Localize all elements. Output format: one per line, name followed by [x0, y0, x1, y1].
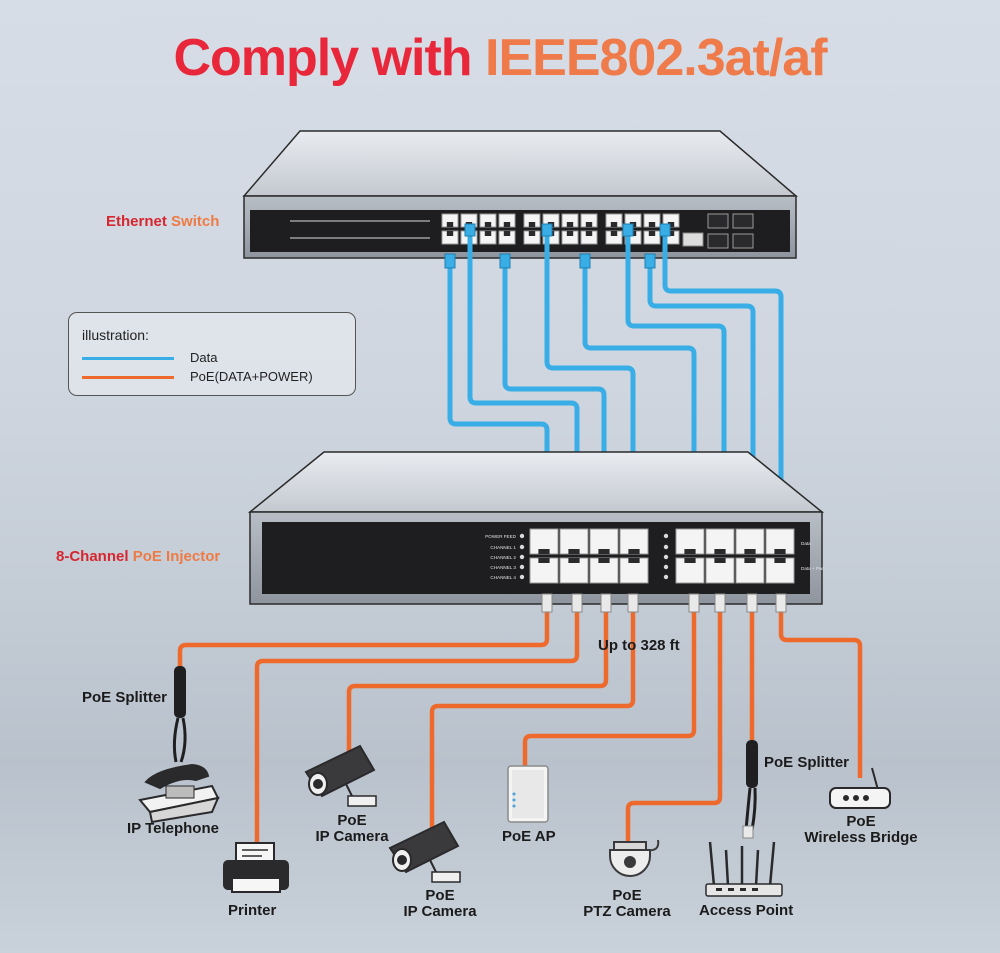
injector-rj45-port-notch	[714, 549, 726, 554]
ptz-camera-icon	[609, 839, 660, 877]
ip-camera-1-icon	[304, 744, 377, 807]
injector-rj45-port-notch	[744, 549, 756, 554]
injector-label-part-1: 8-Channel	[56, 548, 129, 565]
legend-title: illustration:	[82, 327, 149, 343]
printer-icon	[223, 842, 289, 893]
legend-item-poe: PoE(DATA+POWER)	[82, 369, 313, 384]
channel-2-text: CHANNEL 2	[490, 555, 516, 560]
switch-label-part-2: Switch	[171, 213, 220, 230]
injector-rj45-port-notch	[744, 558, 756, 563]
channel-4-text: CHANNEL 4	[490, 575, 516, 580]
injector-rj45-port-notch	[598, 549, 610, 554]
injector-rj45-port-notch	[628, 558, 640, 563]
data-tag-text: Data	[801, 541, 811, 546]
legend-swatch-data	[82, 357, 174, 361]
ptz-camera-label: PoE PTZ Camera	[572, 888, 682, 920]
legend: illustration: Data PoE(DATA+POWER)	[68, 312, 356, 396]
ethernet-switch	[242, 130, 799, 259]
switch-status-leds	[290, 220, 430, 239]
switch-rj45-port-notch	[484, 222, 492, 227]
page-title: Comply with IEEE802.3at/af	[0, 28, 1000, 88]
injector-rj45-port-notch	[568, 558, 580, 563]
switch-rj45-port-notch	[648, 231, 656, 236]
switch-rj45-port-notch	[585, 231, 593, 236]
poe-cables	[177, 608, 863, 843]
wireless-bridge-label-line-2: Wireless Bridge	[804, 829, 918, 846]
switch-rj45-port-notch	[503, 222, 511, 227]
injector-rj45-port-notch	[628, 549, 640, 554]
switch-rj45-port-notch	[503, 231, 511, 236]
switch-rj45-port-notch	[484, 231, 492, 236]
injector-rj45-port-notch	[538, 558, 550, 563]
title-part-2: IEEE802.3at/af	[485, 29, 828, 87]
switch-rj45-port-notch	[566, 222, 574, 227]
poe-splitter-left	[172, 666, 187, 763]
poe-ap-icon	[507, 765, 549, 823]
switch-rj45-port-notch	[610, 231, 618, 236]
switch-rj45-port-notch	[528, 222, 536, 227]
poe-splitter-right-label: PoE Splitter	[764, 754, 850, 771]
ip-camera-2-label-line-1: PoE	[425, 887, 455, 904]
wireless-bridge-icon	[829, 767, 891, 809]
power-feed-text: POWER FEED	[485, 534, 517, 539]
poe-injector: POWER FEED CHANNEL 1 CHANNEL 2 CHANNEL 3…	[247, 451, 824, 605]
injector-rj45-port-notch	[598, 558, 610, 563]
switch-rj45-port-notch	[667, 231, 675, 236]
wireless-bridge-label-line-1: PoE	[846, 813, 876, 830]
data-cables	[447, 228, 784, 496]
switch-sfp-ports	[707, 213, 754, 249]
channel-1-text: CHANNEL 1	[490, 545, 516, 550]
ethernet-switch-label: Ethernet Switch	[106, 213, 219, 230]
ip-camera-2-label: PoE IP Camera	[392, 888, 488, 920]
injector-ports	[529, 528, 795, 584]
poe-splitter-left-label: PoE Splitter	[82, 689, 168, 706]
title-part-1: Comply with	[173, 29, 472, 87]
switch-label-part-1: Ethernet	[106, 213, 167, 230]
ptz-camera-label-line-1: PoE	[612, 887, 642, 904]
switch-rj45-port-notch	[585, 222, 593, 227]
legend-label-poe: PoE(DATA+POWER)	[190, 369, 313, 384]
ip-camera-1-label: PoE IP Camera	[304, 813, 400, 845]
injector-rj45-port-notch	[684, 549, 696, 554]
access-point-label: Access Point	[699, 902, 794, 919]
switch-rj45-port-notch	[446, 222, 454, 227]
ip-camera-2-label-line-2: IP Camera	[403, 903, 477, 920]
poe-ap-label: PoE AP	[502, 828, 556, 845]
ip-camera-2-icon	[388, 820, 461, 883]
injector-label-part-2: PoE Injector	[132, 548, 221, 565]
switch-rj45-port-notch	[528, 231, 536, 236]
injector-rj45-port-notch	[568, 549, 580, 554]
injector-rj45-port-notch	[538, 549, 550, 554]
poe-injector-label: 8-Channel PoE Injector	[56, 548, 220, 565]
ptz-camera-label-line-2: PTZ Camera	[583, 903, 671, 920]
switch-rj45-port-notch	[610, 222, 618, 227]
switch-rj45-port-notch	[446, 231, 454, 236]
printer-label: Printer	[228, 902, 277, 919]
switch-console-port	[682, 232, 704, 247]
injector-rj45-port-notch	[684, 558, 696, 563]
injector-channel-leds	[519, 533, 669, 580]
ip-telephone-label: IP Telephone	[127, 820, 219, 837]
injector-rj45-port-notch	[774, 549, 786, 554]
injector-rj45-port-notch	[774, 558, 786, 563]
switch-rj45-port-notch	[566, 231, 574, 236]
data-pwr-tag-text: Data + Pwr	[801, 566, 824, 571]
access-point-icon	[705, 841, 783, 897]
poe-cable-plugs	[541, 593, 787, 613]
legend-label-data: Data	[190, 350, 218, 365]
ip-telephone-icon	[138, 763, 220, 824]
switch-rj45-port-notch	[667, 222, 675, 227]
injector-rj45-port-notch	[714, 558, 726, 563]
ip-camera-1-label-line-1: PoE	[337, 812, 367, 829]
poe-splitter-right	[742, 740, 758, 839]
legend-item-data: Data	[82, 350, 217, 365]
ip-camera-1-label-line-2: IP Camera	[315, 828, 389, 845]
channel-3-text: CHANNEL 3	[490, 565, 516, 570]
wireless-bridge-label: PoE Wireless Bridge	[796, 814, 926, 846]
switch-rj45-port-notch	[648, 222, 656, 227]
legend-swatch-poe	[82, 376, 174, 380]
distance-label: Up to 328 ft	[598, 637, 680, 654]
